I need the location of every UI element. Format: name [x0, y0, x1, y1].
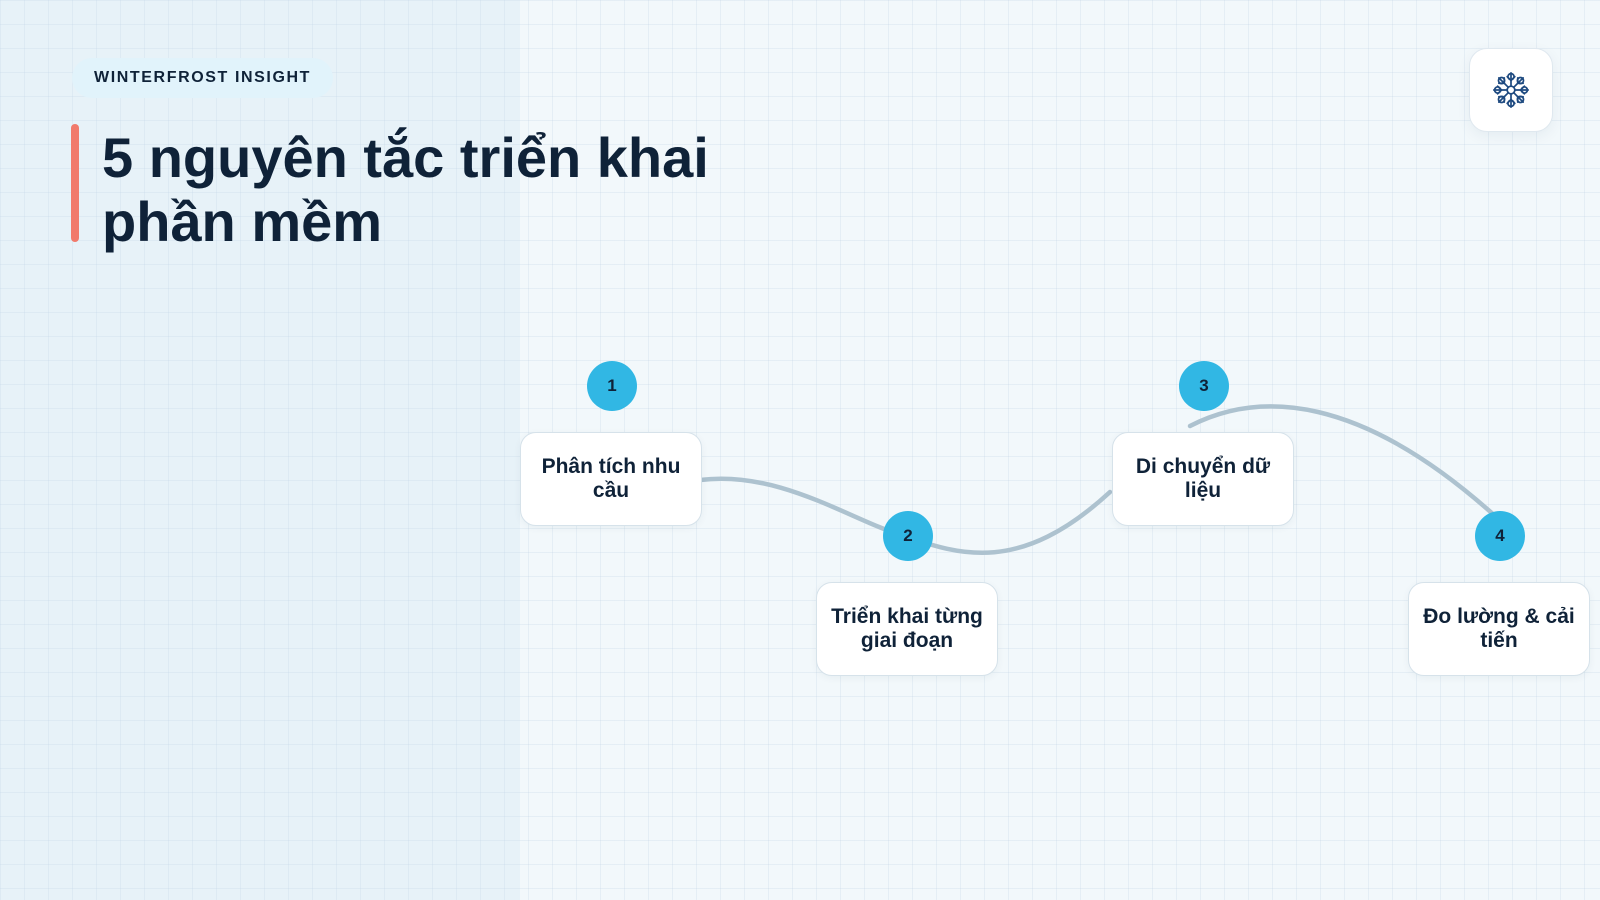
connector-line	[697, 404, 1497, 556]
logo-card	[1469, 48, 1553, 132]
brand-pill: WINTERFROST INSIGHT	[72, 58, 334, 98]
step-card-1: Phân tích nhu cầu	[520, 432, 702, 526]
step-card-4: Đo lường & cải tiến	[1408, 582, 1590, 676]
title-accent-bar	[71, 124, 79, 242]
left-panel-background	[0, 0, 520, 900]
step-number-badge-3: 3	[1179, 361, 1229, 411]
step-card-3: Di chuyển dữ liệu	[1112, 432, 1294, 526]
snowflake-icon	[1492, 71, 1530, 109]
step-number-badge-1: 1	[587, 361, 637, 411]
step-number-badge-4: 4	[1475, 511, 1525, 561]
slide-title: 5 nguyên tắc triển khai phần mềm	[102, 126, 709, 253]
step-card-2: Triển khai từng giai đoạn	[816, 582, 998, 676]
step-number-badge-2: 2	[883, 511, 933, 561]
